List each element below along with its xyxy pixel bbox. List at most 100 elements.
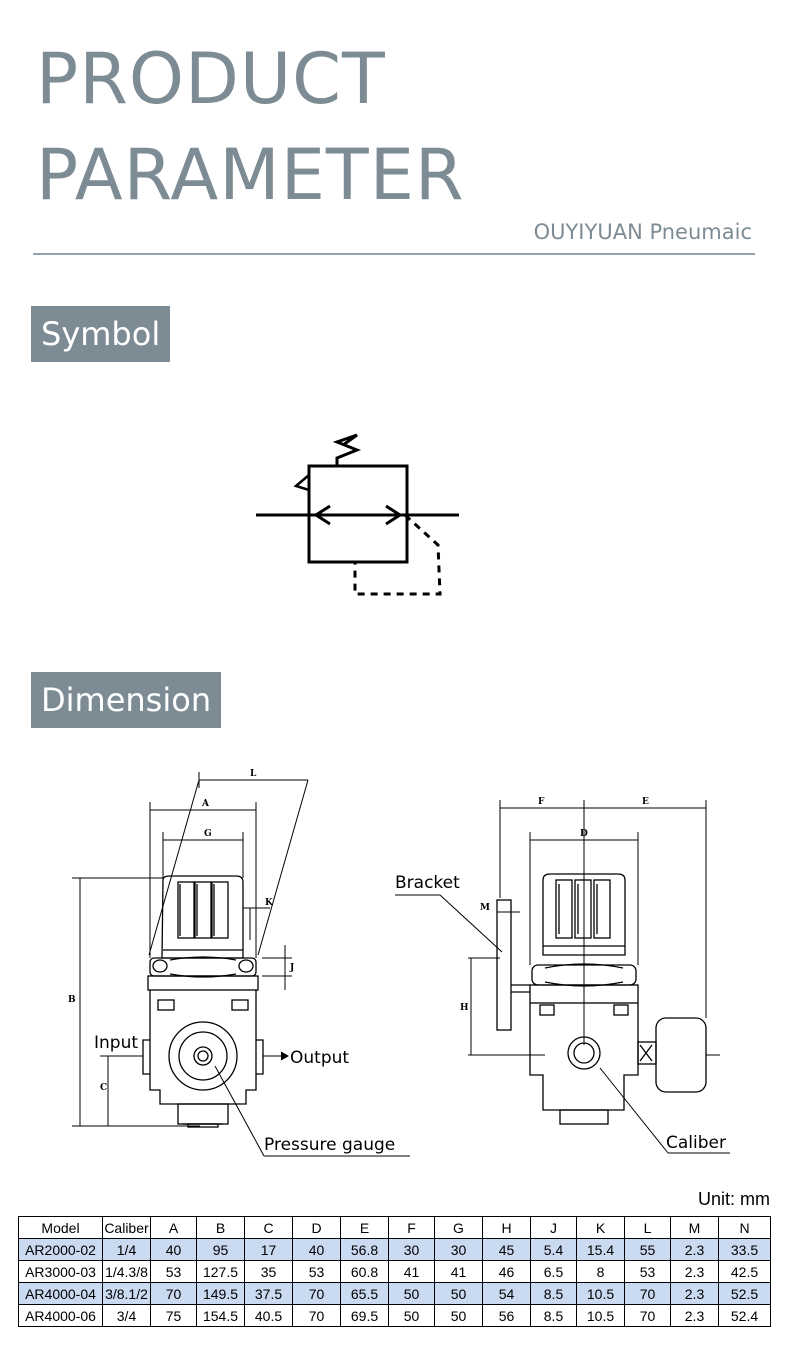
table-cell: AR4000-04 <box>18 1282 103 1305</box>
table-cell: 53 <box>150 1260 197 1283</box>
table-header-cell: J <box>530 1216 577 1239</box>
dim-letter-g: G <box>204 829 212 839</box>
table-cell: 50 <box>388 1304 435 1327</box>
unit-label: Unit: mm <box>698 1189 770 1209</box>
table-cell: 53 <box>624 1260 671 1283</box>
table-cell: 46 <box>482 1260 531 1283</box>
dim-letter-f: F <box>538 797 545 807</box>
dim-letter-d: D <box>580 829 588 839</box>
page-title-line-2: PARAMETER <box>36 134 465 216</box>
front-view-dimensions <box>72 772 410 1157</box>
table-cell: 127.5 <box>196 1260 245 1283</box>
table-cell: AR3000-03 <box>18 1260 103 1283</box>
table-cell: 41 <box>434 1260 483 1283</box>
side-view-dimensions <box>395 800 730 1154</box>
table-cell: 70 <box>292 1304 341 1327</box>
section-tag-dimension: Dimension <box>31 672 222 728</box>
table-cell: 50 <box>434 1282 483 1305</box>
dim-letter-h: H <box>460 1003 469 1013</box>
table-cell: 149.5 <box>196 1282 245 1305</box>
table-header-cell: L <box>624 1216 671 1239</box>
table-cell: 2.3 <box>670 1260 719 1283</box>
dim-letter-k: K <box>265 898 274 908</box>
callout-bracket: Bracket <box>395 873 460 893</box>
table-cell: 60.8 <box>340 1260 389 1283</box>
table-header-cell: F <box>388 1216 435 1239</box>
callout-input: Input <box>94 1033 138 1053</box>
table-header-cell: A <box>150 1216 197 1239</box>
table-cell: 70 <box>624 1282 671 1305</box>
dim-letter-l: L <box>250 769 257 779</box>
dimension-letters: L A G K J B C F E D M H <box>68 769 649 1093</box>
table-cell: 17 <box>244 1238 293 1261</box>
table-header-cell: Caliber <box>102 1216 151 1239</box>
table-cell: 8.5 <box>530 1304 577 1327</box>
table-cell: 8 <box>576 1260 625 1283</box>
table-header-cell: E <box>340 1216 389 1239</box>
table-cell: 40 <box>292 1238 341 1261</box>
table-cell: 45 <box>482 1238 531 1261</box>
table-cell: 53 <box>292 1260 341 1283</box>
table-cell: 56.8 <box>340 1238 389 1261</box>
table-cell: AR2000-02 <box>18 1238 103 1261</box>
table-cell: 30 <box>434 1238 483 1261</box>
table-header-cell: G <box>434 1216 483 1239</box>
brand-name: OUYIYUAN Pneumaic <box>533 220 752 244</box>
table-cell: 42.5 <box>718 1260 771 1283</box>
callout-output: Output <box>290 1048 349 1068</box>
table-cell: 69.5 <box>340 1304 389 1327</box>
dim-letter-j: J <box>289 963 294 973</box>
table-header-cell: M <box>670 1216 719 1239</box>
table-header-cell: H <box>482 1216 531 1239</box>
table-header-cell: C <box>244 1216 293 1239</box>
table-cell: 1/4.3/8 <box>102 1260 151 1283</box>
dim-letter-a: A <box>201 799 210 809</box>
table-cell: 40.5 <box>244 1304 293 1327</box>
table-header-cell: N <box>718 1216 771 1239</box>
table-cell: 70 <box>292 1282 341 1305</box>
table-cell: 56 <box>482 1304 531 1327</box>
table-cell: 2.3 <box>670 1238 719 1261</box>
table-header-cell: D <box>292 1216 341 1239</box>
table-cell: 10.5 <box>576 1304 625 1327</box>
table-cell: 2.3 <box>670 1304 719 1327</box>
dim-letter-b: B <box>68 995 76 1005</box>
table-cell: 15.4 <box>576 1238 625 1261</box>
header-divider <box>33 253 755 255</box>
table-cell: 2.3 <box>670 1282 719 1305</box>
table-cell: 6.5 <box>530 1260 577 1283</box>
table-cell: 40 <box>150 1238 197 1261</box>
table-cell: 33.5 <box>718 1238 771 1261</box>
table-cell: 37.5 <box>244 1282 293 1305</box>
table-header-cell: B <box>196 1216 245 1239</box>
page-title-line-1: PRODUCT <box>36 38 386 120</box>
front-view <box>142 875 264 1128</box>
table-cell: 52.4 <box>718 1304 771 1327</box>
table-cell: 95 <box>196 1238 245 1261</box>
table-cell: 54 <box>482 1282 531 1305</box>
table-cell: AR4000-06 <box>18 1304 103 1327</box>
dim-letter-e: E <box>642 797 649 807</box>
table-header-cell: K <box>576 1216 625 1239</box>
table-cell: 35 <box>244 1260 293 1283</box>
table-cell: 55 <box>624 1238 671 1261</box>
callout-caliber: Caliber <box>666 1133 726 1153</box>
table-cell: 52.5 <box>718 1282 771 1305</box>
table-cell: 3/4 <box>102 1304 151 1327</box>
table-cell: 5.4 <box>530 1238 577 1261</box>
table-header-cell: Model <box>18 1216 103 1239</box>
dim-letter-m: M <box>480 903 490 913</box>
side-view <box>496 873 707 1125</box>
table-cell: 10.5 <box>576 1282 625 1305</box>
callout-pressure-gauge: Pressure gauge <box>264 1135 395 1155</box>
table-cell: 41 <box>388 1260 435 1283</box>
table-cell: 8.5 <box>530 1282 577 1305</box>
table-cell: 70 <box>150 1282 197 1305</box>
